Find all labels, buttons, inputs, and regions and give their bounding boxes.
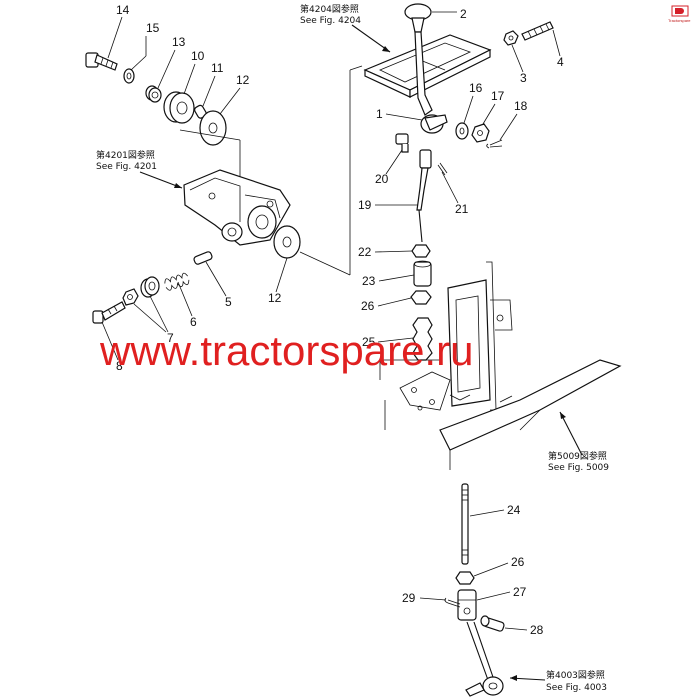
nut-26-lower bbox=[455, 571, 475, 585]
washer-16 bbox=[455, 122, 469, 140]
reference-fig4204-en: See Fig. 4204 bbox=[300, 16, 361, 26]
reference-fig5009: 第5009図参照 See Fig. 5009 bbox=[548, 411, 609, 473]
reference-fig4003-jp: 第4003図参照 bbox=[546, 669, 605, 681]
shift-lever-1 bbox=[414, 31, 448, 134]
reference-fig4204-jp: 第4204図参照 bbox=[300, 3, 359, 15]
callouts: 14 15 13 10 11 12 2 4 3 1 16 17 18 20 21… bbox=[101, 3, 564, 637]
nut-17 bbox=[471, 123, 490, 143]
callout-12-lower: 12 bbox=[268, 291, 282, 305]
sleeve-23 bbox=[413, 260, 432, 287]
knob-2 bbox=[404, 3, 432, 33]
cotter-pin-18 bbox=[486, 139, 503, 149]
callout-11: 11 bbox=[211, 61, 224, 75]
bolt-4 bbox=[521, 21, 554, 41]
callout-26-upper: 26 bbox=[361, 299, 375, 313]
reference-fig5009-en: See Fig. 5009 bbox=[548, 463, 609, 473]
lower-arm bbox=[465, 621, 504, 697]
callout-19: 19 bbox=[358, 198, 372, 212]
callout-16: 16 bbox=[469, 81, 483, 95]
reference-fig4003-en: See Fig. 4003 bbox=[546, 683, 607, 693]
pin-5 bbox=[193, 251, 213, 265]
callout-2: 2 bbox=[460, 7, 467, 21]
callout-5: 5 bbox=[225, 295, 232, 309]
rod-24 bbox=[461, 483, 469, 565]
clevis-27 bbox=[457, 589, 477, 621]
callout-14: 14 bbox=[116, 3, 130, 17]
callout-8: 8 bbox=[116, 359, 123, 373]
bushing-7 bbox=[140, 276, 160, 298]
reference-fig5009-jp: 第5009図参照 bbox=[548, 450, 607, 462]
bushing-10 bbox=[163, 91, 195, 124]
nut-3 bbox=[503, 30, 519, 46]
bolt-14 bbox=[85, 52, 118, 71]
callout-6: 6 bbox=[190, 315, 197, 329]
washer-12-lower bbox=[273, 225, 301, 259]
spring-6 bbox=[164, 272, 190, 291]
callout-20: 20 bbox=[375, 172, 389, 186]
nut-22 bbox=[411, 244, 431, 258]
nut-7 bbox=[122, 288, 139, 306]
watermark-text: www.tractorspare.ru bbox=[99, 327, 473, 374]
callout-26-lower: 26 bbox=[511, 555, 525, 569]
nut-26-upper bbox=[410, 290, 432, 305]
rod-end-21 bbox=[416, 149, 432, 211]
spring-13 bbox=[145, 85, 162, 103]
callout-24: 24 bbox=[507, 503, 521, 517]
brand-logo: Tractorspare bbox=[668, 5, 691, 23]
callout-4: 4 bbox=[557, 55, 564, 69]
washer-12-upper bbox=[199, 110, 227, 146]
callout-3: 3 bbox=[520, 71, 527, 85]
callout-25: 25 bbox=[362, 335, 376, 349]
rod-19 bbox=[418, 209, 423, 243]
callout-15: 15 bbox=[146, 21, 160, 35]
callout-29: 29 bbox=[402, 591, 416, 605]
reference-fig4204: 第4204図参照 See Fig. 4204 bbox=[300, 3, 391, 53]
pin-28 bbox=[480, 615, 505, 632]
cotter-pin-29 bbox=[444, 597, 461, 608]
frame-panel bbox=[379, 261, 622, 470]
lever-bracket-assembly bbox=[179, 129, 291, 246]
callout-12-upper: 12 bbox=[236, 73, 250, 87]
reference-fig4003: 第4003図参照 See Fig. 4003 bbox=[509, 669, 607, 693]
callout-13: 13 bbox=[172, 35, 186, 49]
callout-21: 21 bbox=[455, 202, 469, 216]
callout-1: 1 bbox=[376, 107, 383, 121]
callout-27: 27 bbox=[513, 585, 527, 599]
logo-caption: Tractorspare bbox=[668, 18, 691, 23]
callout-18: 18 bbox=[514, 99, 528, 113]
callout-22: 22 bbox=[358, 245, 372, 259]
washer-15 bbox=[123, 68, 135, 84]
callout-28: 28 bbox=[530, 623, 544, 637]
callout-10: 10 bbox=[191, 49, 205, 63]
callout-17: 17 bbox=[491, 89, 505, 103]
reference-fig4201-jp: 第4201図参照 bbox=[96, 149, 155, 161]
bolt-8 bbox=[92, 301, 126, 324]
callout-7: 7 bbox=[167, 331, 174, 345]
bolt-20 bbox=[395, 133, 409, 153]
reference-fig4201-en: See Fig. 4201 bbox=[96, 162, 157, 172]
reference-fig4201: 第4201図参照 See Fig. 4201 bbox=[96, 149, 183, 189]
callout-23: 23 bbox=[362, 274, 376, 288]
pin-21-small bbox=[437, 162, 448, 176]
